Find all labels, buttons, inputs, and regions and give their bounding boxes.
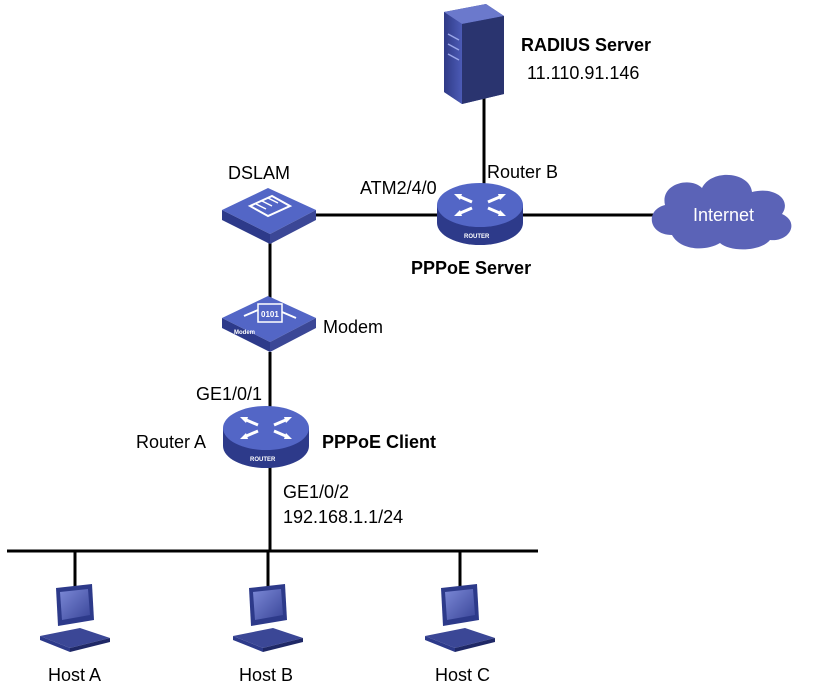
router-b-icon: ROUTER [437,183,523,245]
modem-tag: Modem [234,330,255,336]
internet-cloud-icon [651,174,792,250]
router-a-uplink-interface: GE1/0/1 [196,384,262,404]
host-a-label: Host A [48,665,101,685]
router-b-interface: ATM2/4/0 [360,178,437,198]
links [7,95,660,590]
host-a-icon [40,584,110,652]
host-c-icon [425,584,495,652]
router-a-lan-interface: GE1/0/2 [283,482,349,502]
router-a-role: PPPoE Client [322,432,436,452]
host-b-label: Host B [239,665,293,685]
host-c-label: Host C [435,665,490,685]
router-b-label: Router B [487,162,558,182]
router-b-role: PPPoE Server [411,258,531,278]
router-a-label: Router A [136,432,206,452]
modem-icon: 0101 Modem [222,296,316,352]
radius-server-icon [444,4,504,104]
radius-server-label: RADIUS Server [521,35,651,55]
router-a-tag: ROUTER [250,457,276,463]
router-b-tag: ROUTER [464,234,490,240]
dslam-label: DSLAM [228,163,290,183]
router-a-icon: ROUTER [223,406,309,468]
internet-label: Internet [693,205,754,225]
dslam-icon [222,188,316,244]
host-b-icon [233,584,303,652]
modem-label: Modem [323,317,383,337]
radius-server-ip: 11.110.91.146 [527,63,639,83]
router-a-lan-ip: 192.168.1.1/24 [283,507,403,527]
modem-glyph: 0101 [261,310,279,319]
